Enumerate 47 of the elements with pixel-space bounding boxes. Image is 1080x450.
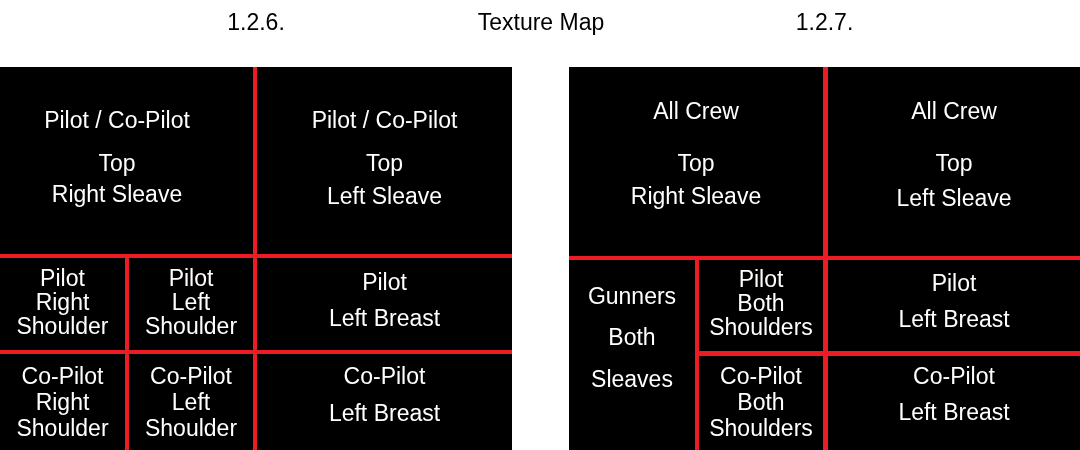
map-region (569, 67, 823, 256)
map-region (129, 258, 253, 350)
region-label: Pilot (931, 269, 977, 297)
region-label: Pilot (362, 268, 407, 296)
panel-number: 1.2.6. (227, 9, 285, 35)
map-region (0, 67, 253, 254)
map-region (699, 260, 823, 351)
map-region (257, 258, 512, 350)
map-region (257, 67, 512, 254)
region-label: Top (677, 149, 715, 178)
region-label: Sleaves (591, 365, 673, 393)
map-region (569, 260, 695, 450)
region-label: Pilot / Co-Pilot (44, 106, 190, 135)
region-label: Left Breast (898, 398, 1010, 426)
region-label: Gunners (587, 282, 677, 310)
map-region (0, 258, 125, 350)
region-label: Top (365, 149, 404, 178)
region-label: Left Breast (328, 304, 441, 332)
region-label: Left Breast (898, 305, 1010, 333)
region-label: Left Breast (328, 399, 441, 427)
region-label: Top (935, 149, 973, 178)
region-label: Left Sleave (896, 184, 1012, 213)
map-region (0, 354, 125, 450)
panel-number: 1.2.7. (795, 9, 854, 35)
region-label: Top (98, 149, 136, 178)
region-label: Co-Pilot Right Shoulder (16, 363, 109, 441)
region-label: Right Sleave (51, 180, 183, 209)
region-label: Pilot Right Shoulder (16, 266, 109, 338)
region-label: Pilot Both Shoulders (709, 267, 813, 339)
map-region (129, 354, 253, 450)
map-region (257, 354, 512, 450)
region-label: All Crew (911, 97, 997, 126)
region-label: Co-Pilot (913, 362, 995, 390)
map-region (828, 67, 1080, 256)
region-label: Co-Pilot Both Shoulders (709, 363, 813, 441)
region-label: Co-Pilot Left Shoulder (144, 363, 238, 441)
region-label: Pilot / Co-Pilot (311, 106, 458, 135)
map-region (828, 260, 1080, 351)
region-label: Right Sleave (630, 182, 762, 211)
region-label: Co-Pilot (343, 362, 426, 390)
map-region (828, 356, 1080, 450)
map-region (699, 356, 823, 450)
region-label: All Crew (653, 97, 739, 126)
region-label: Both (608, 323, 656, 351)
diagram-title: Texture Map (477, 9, 605, 35)
region-label: Left Sleave (326, 182, 443, 211)
region-label: Pilot Left Shoulder (144, 266, 238, 338)
